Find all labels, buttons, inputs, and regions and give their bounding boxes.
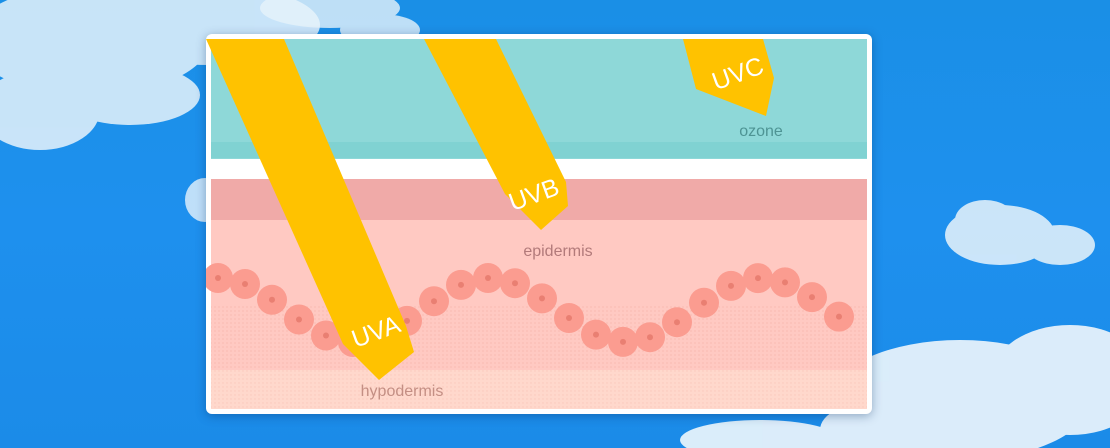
cell-nucleus xyxy=(458,281,464,288)
cell-nucleus xyxy=(674,319,680,326)
cell-nucleus xyxy=(539,295,545,302)
cell-nucleus xyxy=(647,334,653,341)
uvc-ray xyxy=(683,39,774,116)
cell-nucleus xyxy=(836,313,842,320)
cell-nucleus xyxy=(242,281,248,287)
cell-nucleus xyxy=(809,294,815,301)
hypodermis-texture xyxy=(211,370,867,409)
cell-nucleus xyxy=(755,275,761,282)
cloud-bottom-right xyxy=(680,325,1110,448)
skin-uv-diagram: UVA UVB UVC ozone epidermis hypodermis xyxy=(206,39,867,409)
cell-nucleus xyxy=(728,282,734,289)
cell-nucleus xyxy=(323,332,329,339)
cell-nucleus xyxy=(782,279,788,286)
ozone-label: ozone xyxy=(739,123,783,140)
cell-nucleus xyxy=(404,317,410,324)
epidermis-label: epidermis xyxy=(523,243,592,260)
cell-wave xyxy=(206,263,854,357)
cell-nucleus xyxy=(296,316,302,323)
cell-nucleus xyxy=(701,299,707,306)
uvb-ray xyxy=(424,39,568,230)
hypodermis-label: hypodermis xyxy=(361,383,444,400)
diagram-card: UVA UVB UVC ozone epidermis hypodermis xyxy=(206,34,872,414)
cell-nucleus xyxy=(512,280,518,287)
uva-ray xyxy=(206,39,414,380)
cell-nucleus xyxy=(566,315,572,321)
cloud-right xyxy=(945,200,1095,265)
cell-nucleus xyxy=(269,296,275,303)
cell-nucleus xyxy=(215,275,221,281)
cell-nucleus xyxy=(485,275,491,281)
cell-nucleus xyxy=(620,338,626,345)
cell-nucleus xyxy=(593,331,599,338)
cell-nucleus xyxy=(431,298,437,305)
